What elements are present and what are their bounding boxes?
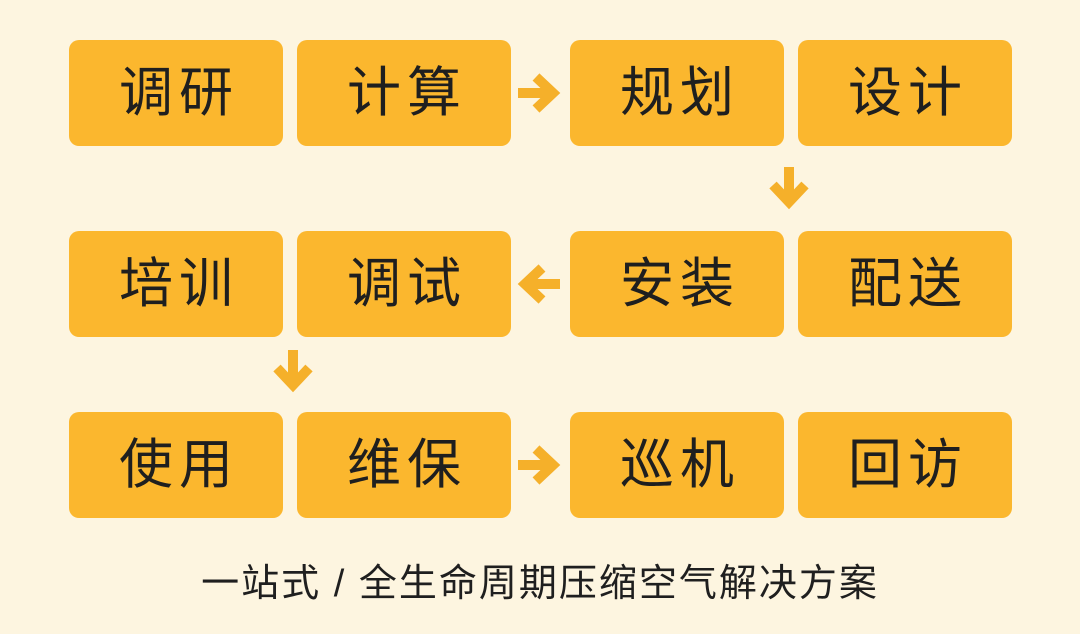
arrow-left-icon [517, 264, 560, 304]
step-box-usage: 使用 [69, 412, 283, 518]
step-box-delivery: 配送 [798, 231, 1012, 337]
step-box-commissioning: 调试 [297, 231, 511, 337]
step-box-installation: 安装 [570, 231, 784, 337]
arrow-right-icon [518, 73, 561, 113]
step-box-followup: 回访 [798, 412, 1012, 518]
step-box-planning: 规划 [570, 40, 784, 146]
step-box-maintenance: 维保 [297, 412, 511, 518]
step-box-design: 设计 [798, 40, 1012, 146]
arrow-down-icon [769, 167, 809, 210]
diagram-caption: 一站式 / 全生命周期压缩空气解决方案 [201, 563, 879, 605]
arrow-right-icon [518, 445, 561, 485]
step-box-calculation: 计算 [297, 40, 511, 146]
arrow-down-icon [273, 350, 313, 393]
step-box-inspection: 巡机 [570, 412, 784, 518]
step-box-research: 调研 [69, 40, 283, 146]
step-box-training: 培训 [69, 231, 283, 337]
